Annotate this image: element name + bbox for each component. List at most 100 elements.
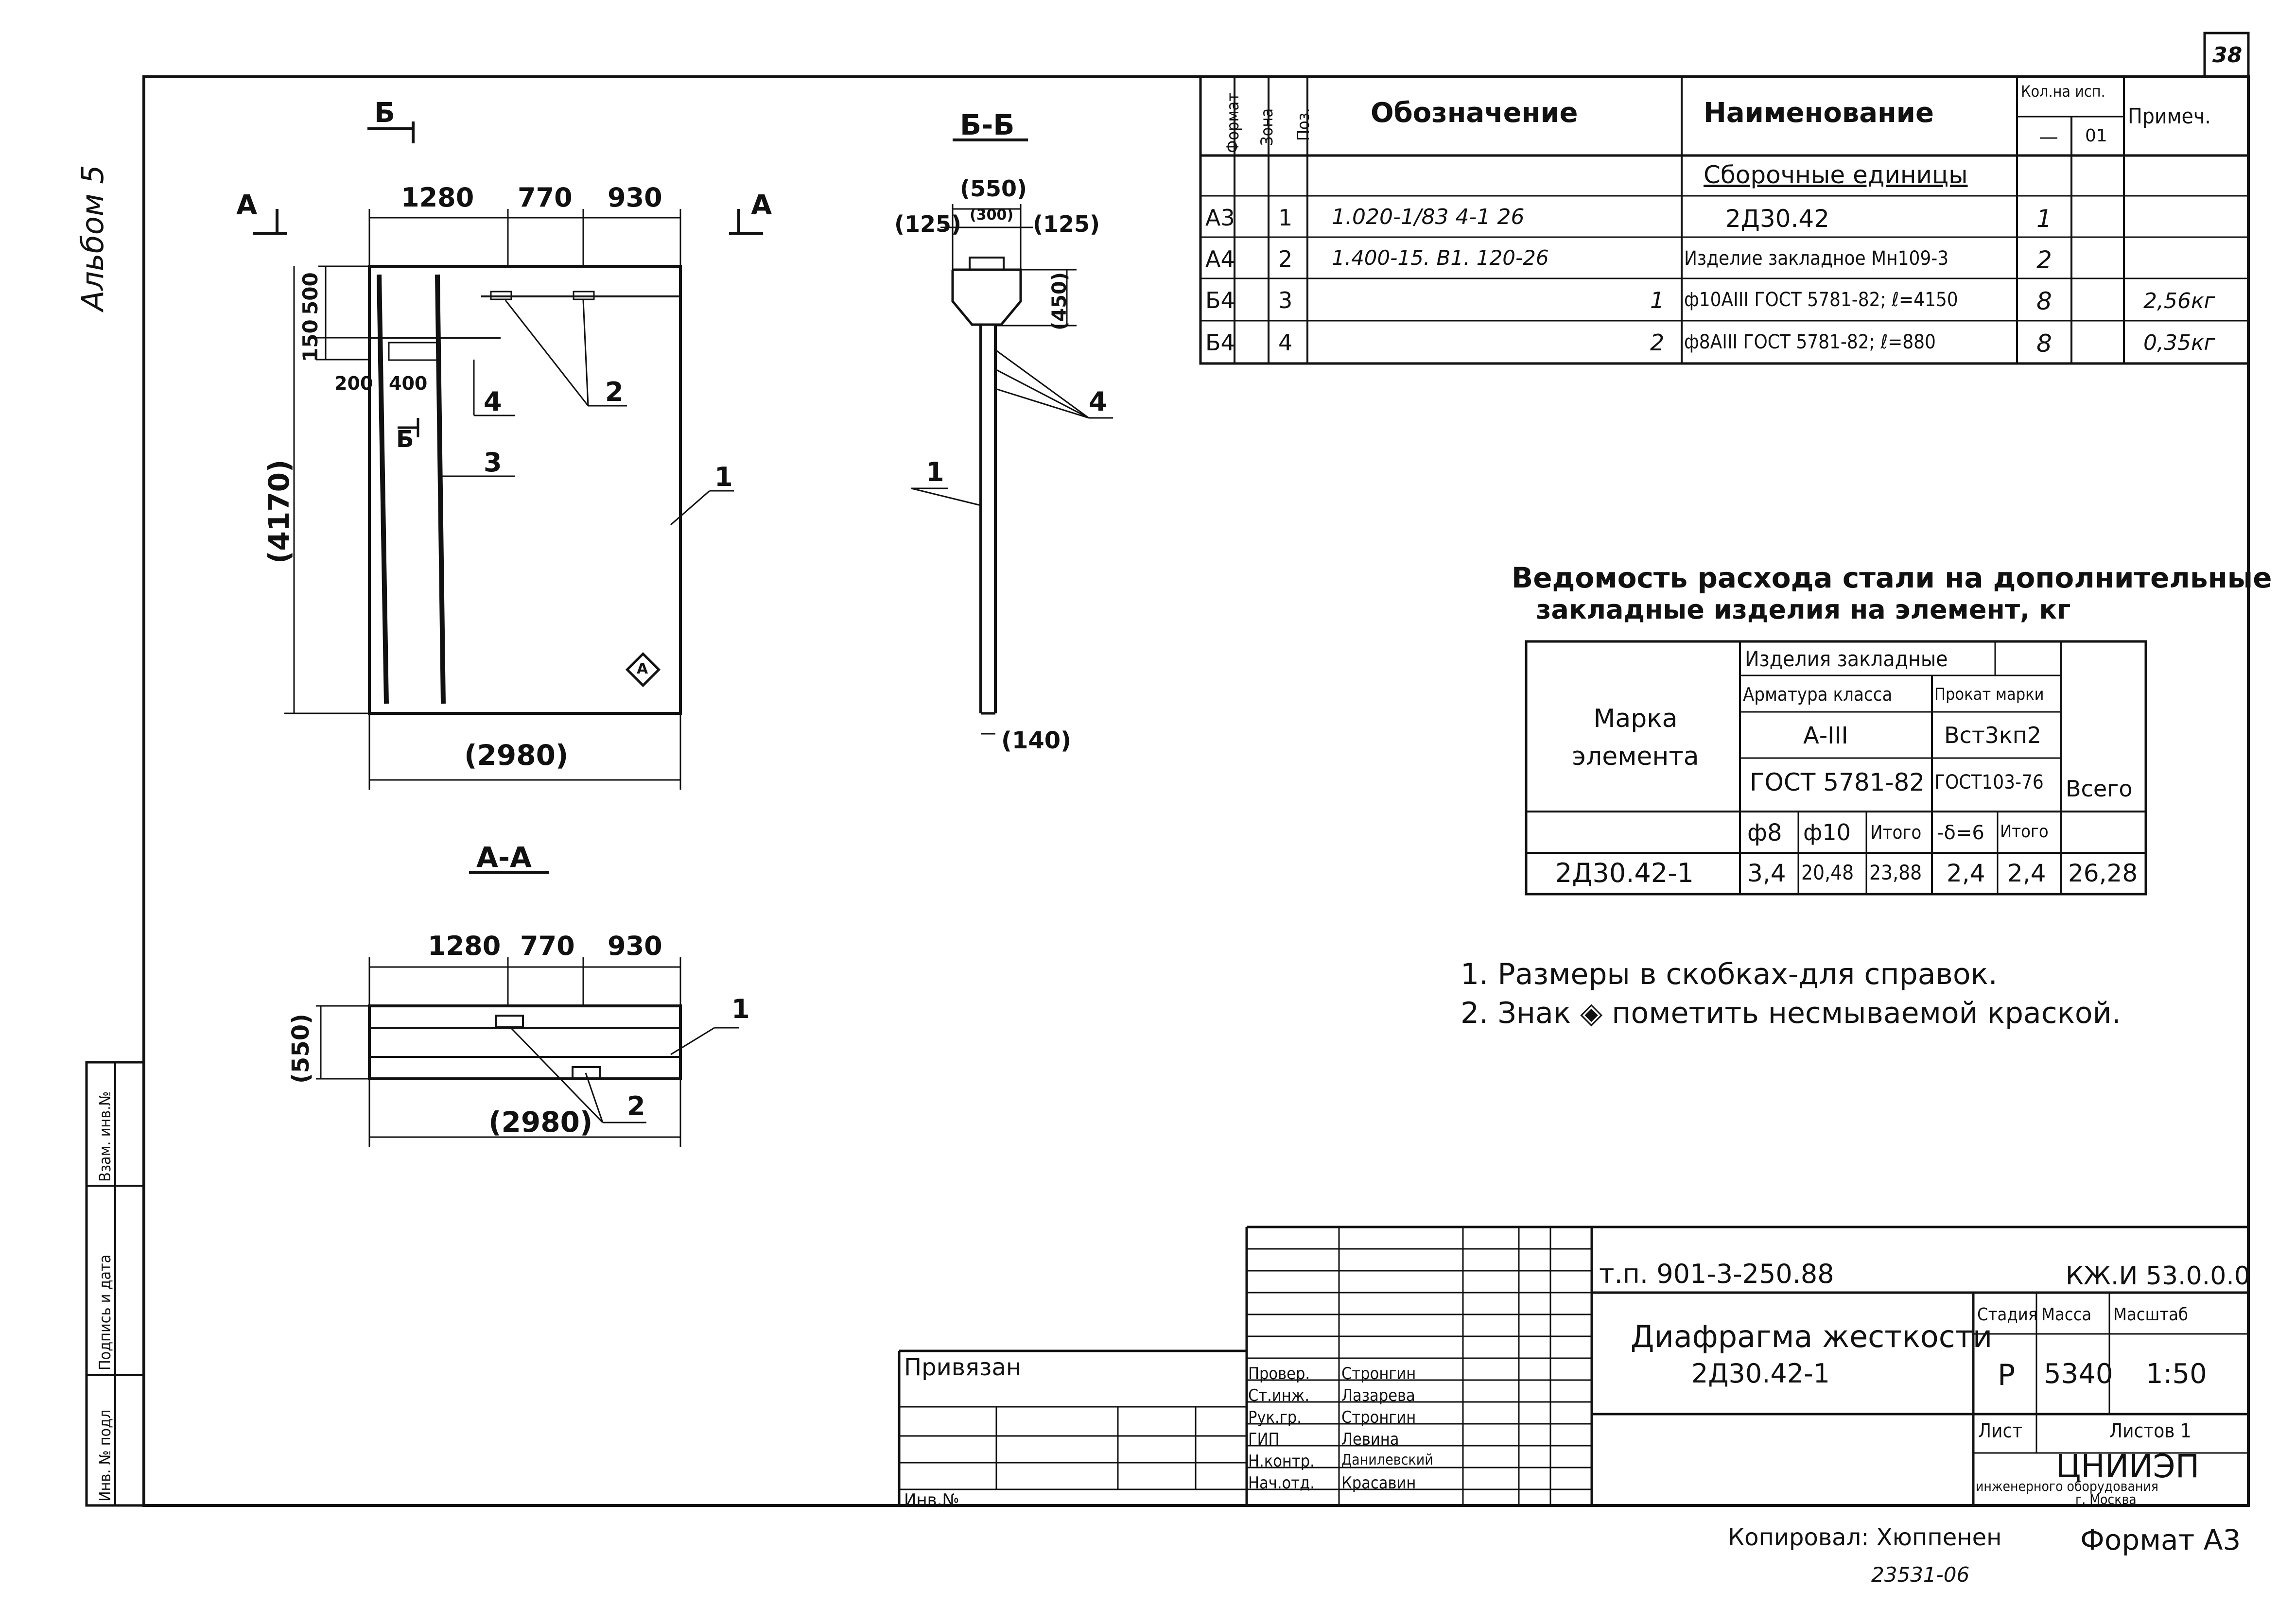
- tb-org-1: ЦНИИЭП: [2056, 1448, 2200, 1485]
- tb-h-mass: Масса: [2041, 1305, 2092, 1325]
- note-1: 1. Размеры в скобках-для справок.: [1461, 957, 1998, 991]
- spec-r1-designation: 1.020-1/83 4-1 26: [1332, 205, 1525, 229]
- spec-h-qty-sub2: 01: [2085, 126, 2107, 146]
- dim-bb-125-left: (125): [894, 211, 962, 237]
- sig-name-5: Данилевский: [1341, 1451, 1433, 1469]
- spec-h-zone: Зона: [1257, 108, 1277, 146]
- spec-r3-name: ф10АIII ГОСТ 5781-82; ℓ=4150: [1684, 289, 1958, 311]
- spec-h-designation: Обозначение: [1371, 97, 1578, 129]
- section-mark-a-right: А: [751, 190, 772, 221]
- spec-r3-note: 2,56кг: [2143, 289, 2215, 313]
- section-mark-b-small: Б: [396, 426, 414, 453]
- side-stamp-replace: Взам. инв.№: [96, 1091, 114, 1182]
- steel-h-gost1: ГОСТ 5781-82: [1750, 768, 1925, 796]
- spec-r4-format: Б4: [1205, 329, 1235, 356]
- spec-r4-designation: 2: [1650, 329, 1665, 356]
- tb-h-scale: Масштаб: [2113, 1305, 2188, 1325]
- sig-role-4: ГИП: [1248, 1430, 1280, 1449]
- steel-h-items: Изделия закладные: [1745, 647, 1948, 672]
- dim-400: 400: [389, 373, 428, 394]
- sig-role-6: Нач.отд.: [1248, 1473, 1315, 1493]
- dim-770: 770: [518, 182, 573, 213]
- diamond-mark-icon: [625, 652, 661, 688]
- sig-name-6: Красавин: [1341, 1473, 1416, 1493]
- sig-role-5: Н.контр.: [1248, 1451, 1315, 1471]
- sig-role-3: Рук.гр.: [1248, 1408, 1302, 1427]
- steel-title-1: Ведомость расхода стали на дополнительны…: [1512, 561, 2272, 594]
- tb-h-sheets: Листов 1: [2109, 1420, 2192, 1442]
- steel-h-total: Всего: [2066, 776, 2133, 802]
- spec-r2-name: Изделие закладное Мн109-3: [1684, 247, 1949, 270]
- title-block-grid: [898, 1226, 2248, 1505]
- dim-aa-2980: (2980): [488, 1106, 593, 1139]
- spec-r1-name: 2Д30.42: [1725, 205, 1830, 233]
- steel-sub-total1: Итого: [1870, 822, 1922, 843]
- spec-r1-qty: 1: [2036, 205, 2052, 233]
- steel-h-rebar: Арматура класса: [1743, 684, 1893, 705]
- album-label: Альбом 5: [75, 165, 110, 311]
- spec-r3-qty: 8: [2036, 287, 2052, 315]
- steel-val-plate: 2,4: [1947, 859, 1985, 887]
- steel-val-total1: 23,88: [1869, 861, 1922, 884]
- steel-val-f8: 3,4: [1747, 859, 1786, 887]
- tb-org-3: г. Москва: [2075, 1491, 2137, 1507]
- spec-h-qty: Кол.на исп.: [2021, 82, 2105, 101]
- steel-h-class: А-III: [1803, 722, 1848, 749]
- sig-role-2: Ст.инж.: [1248, 1386, 1310, 1405]
- dim-bb-450: (450): [1048, 272, 1071, 330]
- callout-4: 4: [484, 386, 502, 417]
- spec-r2-designation: 1.400-15. В1. 120-26: [1332, 246, 1549, 270]
- steel-sub-f10: ф10: [1803, 819, 1851, 846]
- sig-name-3: Стронгин: [1341, 1408, 1416, 1427]
- steel-val-total2: 2,4: [2007, 859, 2046, 887]
- spec-section-title: Сборочные единицы: [1704, 161, 1968, 189]
- spec-r1-pos: 1: [1278, 205, 1293, 231]
- steel-row-mark: 2Д30.42-1: [1555, 858, 1694, 888]
- dim-500: 500: [298, 272, 322, 315]
- tb-stage: Р: [1998, 1358, 2016, 1392]
- tb-doc: КЖ.И 53.0.0.0: [2066, 1261, 2250, 1291]
- callout-aa-1: 1: [731, 994, 750, 1024]
- spec-r4-name: ф8АIII ГОСТ 5781-82; ℓ=880: [1684, 331, 1936, 353]
- spec-r3-pos: 3: [1278, 287, 1293, 313]
- footer-copied: Копировал: Хюппенен: [1728, 1524, 2002, 1551]
- spec-table-grid: [1199, 75, 2250, 365]
- dim-aa-930: 930: [608, 931, 662, 961]
- steel-val-grand: 26,28: [2068, 859, 2138, 887]
- steel-sub-f8: ф8: [1747, 819, 1782, 847]
- diamond-mark-letter: А: [637, 660, 648, 677]
- plan-outline: [368, 1004, 682, 1080]
- steel-sub-total2: Итого: [2000, 822, 2049, 842]
- sig-role-1: Провер.: [1248, 1364, 1310, 1383]
- steel-h-mark: Марка элемента: [1572, 704, 1699, 771]
- spec-r4-pos: 4: [1278, 329, 1293, 356]
- section-mark-b: Б: [374, 97, 395, 129]
- spec-h-note: Примеч.: [2128, 104, 2211, 129]
- steel-table-grid: [1525, 640, 2147, 896]
- dim-930: 930: [608, 182, 662, 213]
- footer-number: 23531-06: [1871, 1563, 1970, 1587]
- callout-bb-1: 1: [926, 457, 944, 487]
- spec-h-name: Наименование: [1704, 97, 1934, 129]
- steel-h-rolled: Прокат марки: [1934, 685, 2044, 704]
- embedded-plate: [490, 291, 512, 300]
- callout-bb-4: 4: [1089, 386, 1107, 417]
- dim-width-2980: (2980): [464, 739, 569, 772]
- tb-inv: Инв.№: [904, 1490, 959, 1510]
- dim-150: 150: [298, 319, 322, 362]
- dim-aa-550: (550): [287, 1013, 314, 1084]
- tb-object-2: 2Д30.42-1: [1691, 1358, 1830, 1389]
- panel-outline: [368, 265, 682, 715]
- spec-r2-qty: 2: [2036, 246, 2052, 274]
- dim-1280: 1280: [401, 182, 474, 213]
- elevation-view: [253, 121, 763, 790]
- callout-3: 3: [484, 447, 502, 478]
- callout-2: 2: [605, 377, 624, 407]
- dim-bb-140: (140): [1001, 727, 1072, 754]
- tb-scale: 1:50: [2146, 1358, 2207, 1390]
- dim-bb-125-right: (125): [1033, 211, 1100, 237]
- side-stamp-inv: Инв. № подл: [96, 1409, 114, 1502]
- dim-aa-770: 770: [520, 931, 575, 961]
- tb-h-stage: Стадия: [1977, 1305, 2038, 1325]
